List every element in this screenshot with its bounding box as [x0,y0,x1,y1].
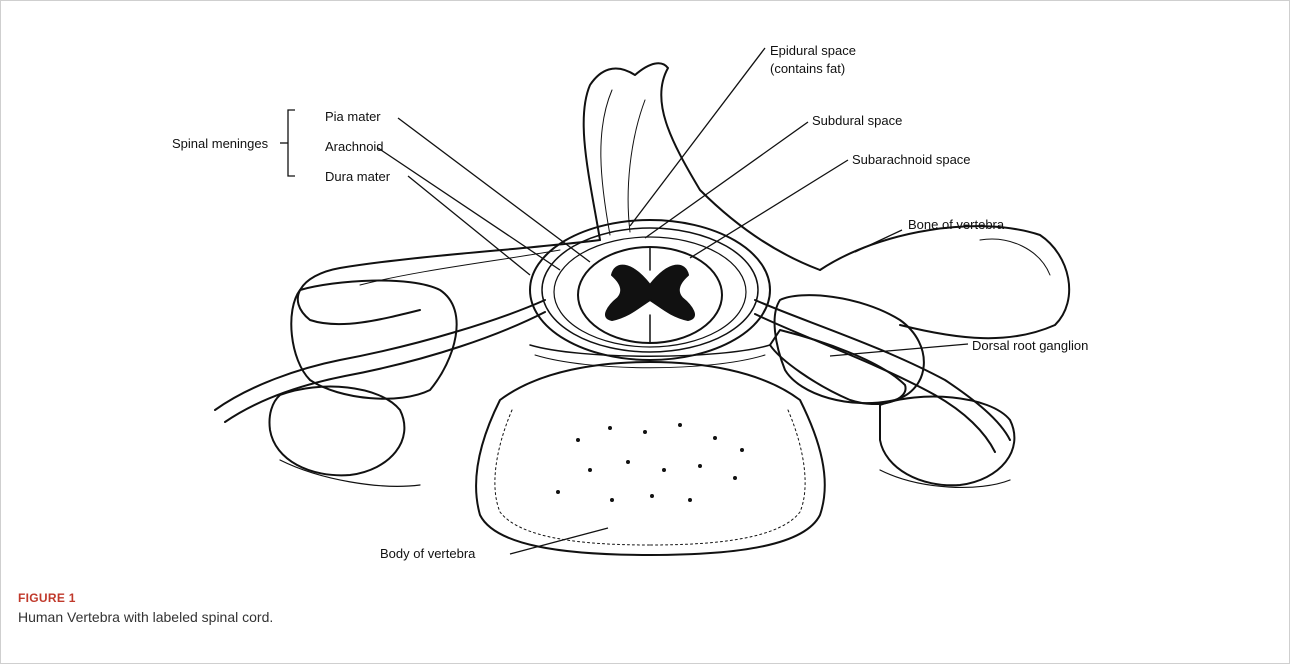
figure-caption-block: FIGURE 1 Human Vertebra with labeled spi… [18,591,273,625]
bracket-spinal-meninges [288,110,295,176]
vertebra-illustration: Spinal meninges Pia mater Arachnoid Dura… [0,0,1290,580]
leader-bone-of-vertebra [855,230,902,252]
leader-dura-mater [408,176,530,275]
figure-number: FIGURE 1 [18,591,273,605]
leader-dorsal-root-ganglion [830,344,968,356]
label-subarachnoid-space: Subarachnoid space [852,152,971,167]
right-nerve-root [755,314,995,452]
leader-epidural [630,48,765,226]
leader-subdural [645,122,808,238]
label-bone-of-vertebra: Bone of vertebra [908,217,1005,232]
leader-pia-mater [398,118,590,262]
right-lamina [820,226,1069,338]
vertebral-body [476,362,825,555]
leader-arachnoid [378,148,560,270]
left-nerve-root [215,300,545,410]
label-epidural-space: Epidural space [770,43,856,58]
label-dura-mater: Dura mater [325,169,391,184]
label-subdural-space: Subdural space [812,113,902,128]
label-dorsal-root-ganglion: Dorsal root ganglion [972,338,1088,353]
leader-subarachnoid [690,160,848,258]
label-spinal-meninges: Spinal meninges [172,136,269,151]
label-arachnoid: Arachnoid [325,139,384,154]
figure-caption: Human Vertebra with labeled spinal cord. [18,609,273,625]
grey-matter [606,266,694,320]
label-epidural-contains-fat: (contains fat) [770,61,845,76]
spinous-process [584,63,820,270]
label-pia-mater: Pia mater [325,109,381,124]
label-body-of-vertebra: Body of vertebra [380,546,476,561]
